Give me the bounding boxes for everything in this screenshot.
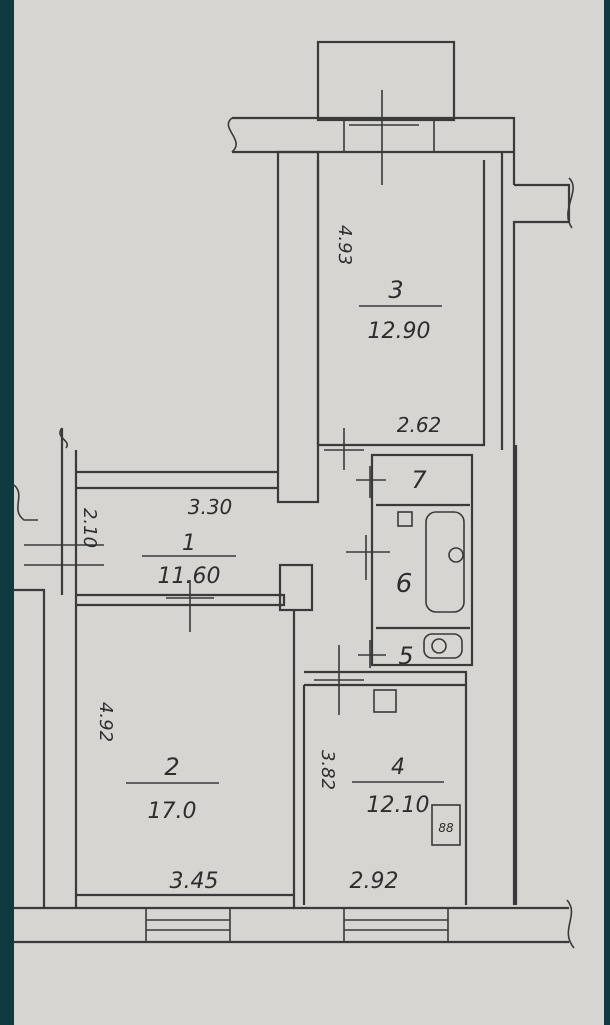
exterior-walls <box>14 40 575 949</box>
toilet-icon <box>423 633 463 659</box>
floor-plan: 3 12.90 4.93 2.62 3.30 1 11.60 2.10 4.92… <box>14 0 604 1025</box>
floor-plan-drawing: 3 12.90 4.93 2.62 3.30 1 11.60 2.10 4.92… <box>14 40 575 949</box>
interior-walls <box>14 150 486 943</box>
stove-label: 88 <box>438 821 454 835</box>
room-1-area: 11.60 <box>158 564 221 589</box>
room-3-width: 2.62 <box>397 413 442 437</box>
room-3-depth: 4.93 <box>334 225 355 265</box>
room-labels: 3 12.90 4.93 2.62 3.30 1 11.60 2.10 4.92… <box>79 225 454 894</box>
sink-icon <box>397 511 413 527</box>
room-5-number: 5 <box>398 642 413 670</box>
room-4-depth: 3.82 <box>317 750 338 790</box>
room-6-number: 6 <box>396 569 413 599</box>
room-3-area: 12.90 <box>368 319 431 344</box>
room-2-area: 17.0 <box>148 799 197 824</box>
room-2-number: 2 <box>164 753 179 781</box>
room-4-area: 12.10 <box>367 793 430 818</box>
kitchen-sink-icon <box>373 689 397 713</box>
stove-icon <box>431 804 461 846</box>
room-1-width: 3.30 <box>188 495 233 519</box>
room-4-width: 2.92 <box>350 869 399 894</box>
room-3-number: 3 <box>388 276 403 304</box>
room-2-width: 3.45 <box>170 869 219 894</box>
room-7-number: 7 <box>411 466 427 494</box>
room-1-depth: 2.10 <box>79 508 100 548</box>
room-4-number: 4 <box>391 755 405 780</box>
bathtub-icon <box>425 511 465 613</box>
door-markers <box>24 90 419 715</box>
room-1-number: 1 <box>182 531 196 556</box>
fixtures <box>373 511 465 846</box>
room-2-depth: 4.92 <box>95 702 116 742</box>
